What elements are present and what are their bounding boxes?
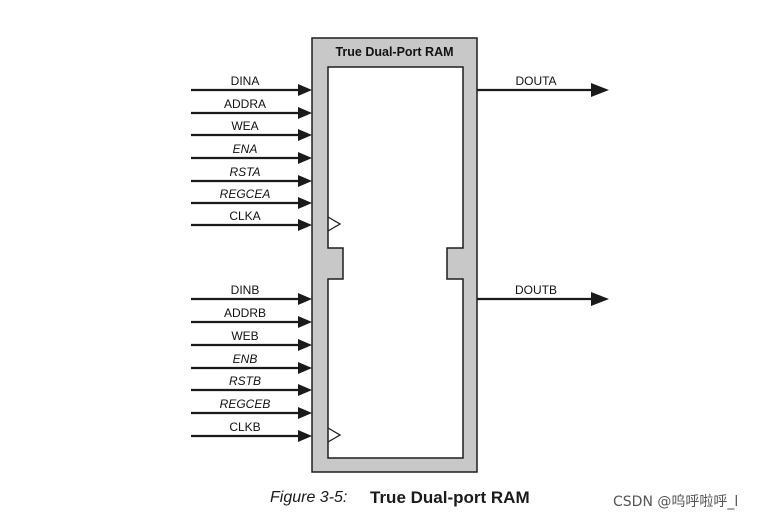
figure-number: Figure 3-5: (270, 489, 348, 506)
dinb-label: DINB (231, 283, 260, 297)
clka-arrowhead (298, 219, 312, 231)
regceb-arrowhead (298, 407, 312, 419)
wea-label: WEA (231, 119, 258, 133)
ram-block-inner (327, 66, 464, 459)
douta-label: DOUTA (515, 74, 556, 88)
ena-arrowhead (298, 152, 312, 164)
rsta-arrowhead (298, 175, 312, 187)
ena-label: ENA (233, 142, 258, 156)
clkb-clock-symbol (327, 427, 342, 443)
regcea-arrowhead (298, 197, 312, 209)
block-title: True Dual-Port RAM (335, 45, 453, 59)
web-arrowhead (298, 339, 312, 351)
addra-arrowhead (298, 107, 312, 119)
dinb-arrowhead (298, 293, 312, 305)
web-label: WEB (231, 329, 258, 343)
doutb-label: DOUTB (515, 283, 557, 297)
addra-label: ADDRA (224, 97, 266, 111)
rstb-arrowhead (298, 384, 312, 396)
wea-arrowhead (298, 129, 312, 141)
watermark: CSDN @呜呼啦呼_l (613, 494, 739, 510)
clkb-arrowhead (298, 430, 312, 442)
doutb-arrowhead (591, 292, 609, 306)
figure-title: True Dual-port RAM (370, 488, 530, 507)
enb-label: ENB (233, 352, 258, 366)
regcea-label: REGCEA (220, 187, 271, 201)
dina-label: DINA (231, 74, 260, 88)
clkb-label: CLKB (229, 420, 260, 434)
rstb-label: RSTB (229, 374, 261, 388)
dina-arrowhead (298, 84, 312, 96)
rsta-label: RSTA (229, 165, 260, 179)
clka-clock-symbol (327, 216, 342, 232)
regceb-label: REGCEB (220, 397, 271, 411)
addrb-label: ADDRB (224, 306, 266, 320)
clka-label: CLKA (229, 209, 260, 223)
true-dual-port-ram-diagram: True Dual-Port RAM DINA ADDRA WEA ENA RSTA RE… (191, 37, 609, 473)
addrb-arrowhead (298, 316, 312, 328)
douta-arrowhead (591, 83, 609, 97)
enb-arrowhead (298, 362, 312, 374)
